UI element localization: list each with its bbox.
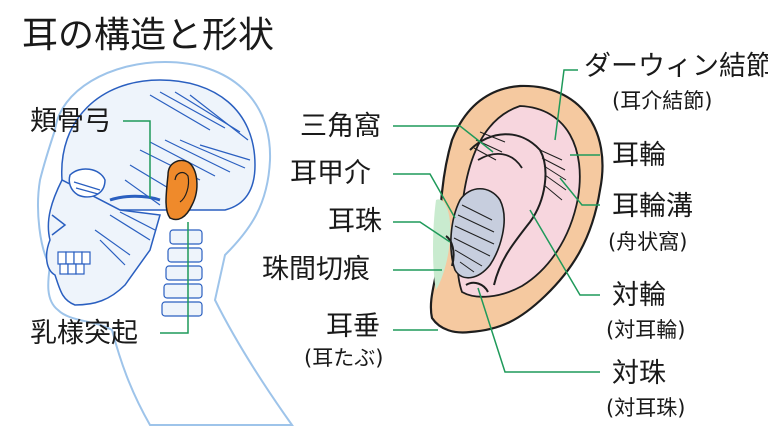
label-helix: 耳輪	[612, 140, 666, 171]
label-tragus: 耳珠	[328, 206, 382, 237]
label-antihelix-sub: (対耳輪)	[606, 318, 686, 342]
label-darwin-tubercle: ダーウィン結節	[584, 51, 768, 82]
label-intertragic-notch: 珠間切痕	[262, 254, 370, 285]
label-mastoid-process: 乳様突起	[30, 318, 138, 349]
label-darwin-tubercle-sub: (耳介結節)	[612, 89, 713, 113]
ear-illustration	[393, 69, 604, 373]
label-earlobe: 耳垂	[326, 311, 380, 342]
label-concha: 耳甲介	[290, 158, 371, 189]
label-zygomatic-arch: 頬骨弓	[30, 106, 111, 137]
label-triangular-fossa: 三角窩	[300, 111, 381, 142]
label-antitragus: 対珠	[612, 358, 666, 389]
diagram-title: 耳の構造と形状	[22, 15, 275, 56]
skull-illustration	[37, 60, 294, 426]
label-antitragus-sub: (対耳珠)	[606, 396, 686, 420]
label-scapha-sub: (舟状窩)	[608, 230, 688, 254]
label-scapha: 耳輪溝	[612, 191, 693, 222]
label-earlobe-sub: (耳たぶ)	[304, 346, 384, 370]
label-antihelix: 対輪	[612, 280, 666, 311]
